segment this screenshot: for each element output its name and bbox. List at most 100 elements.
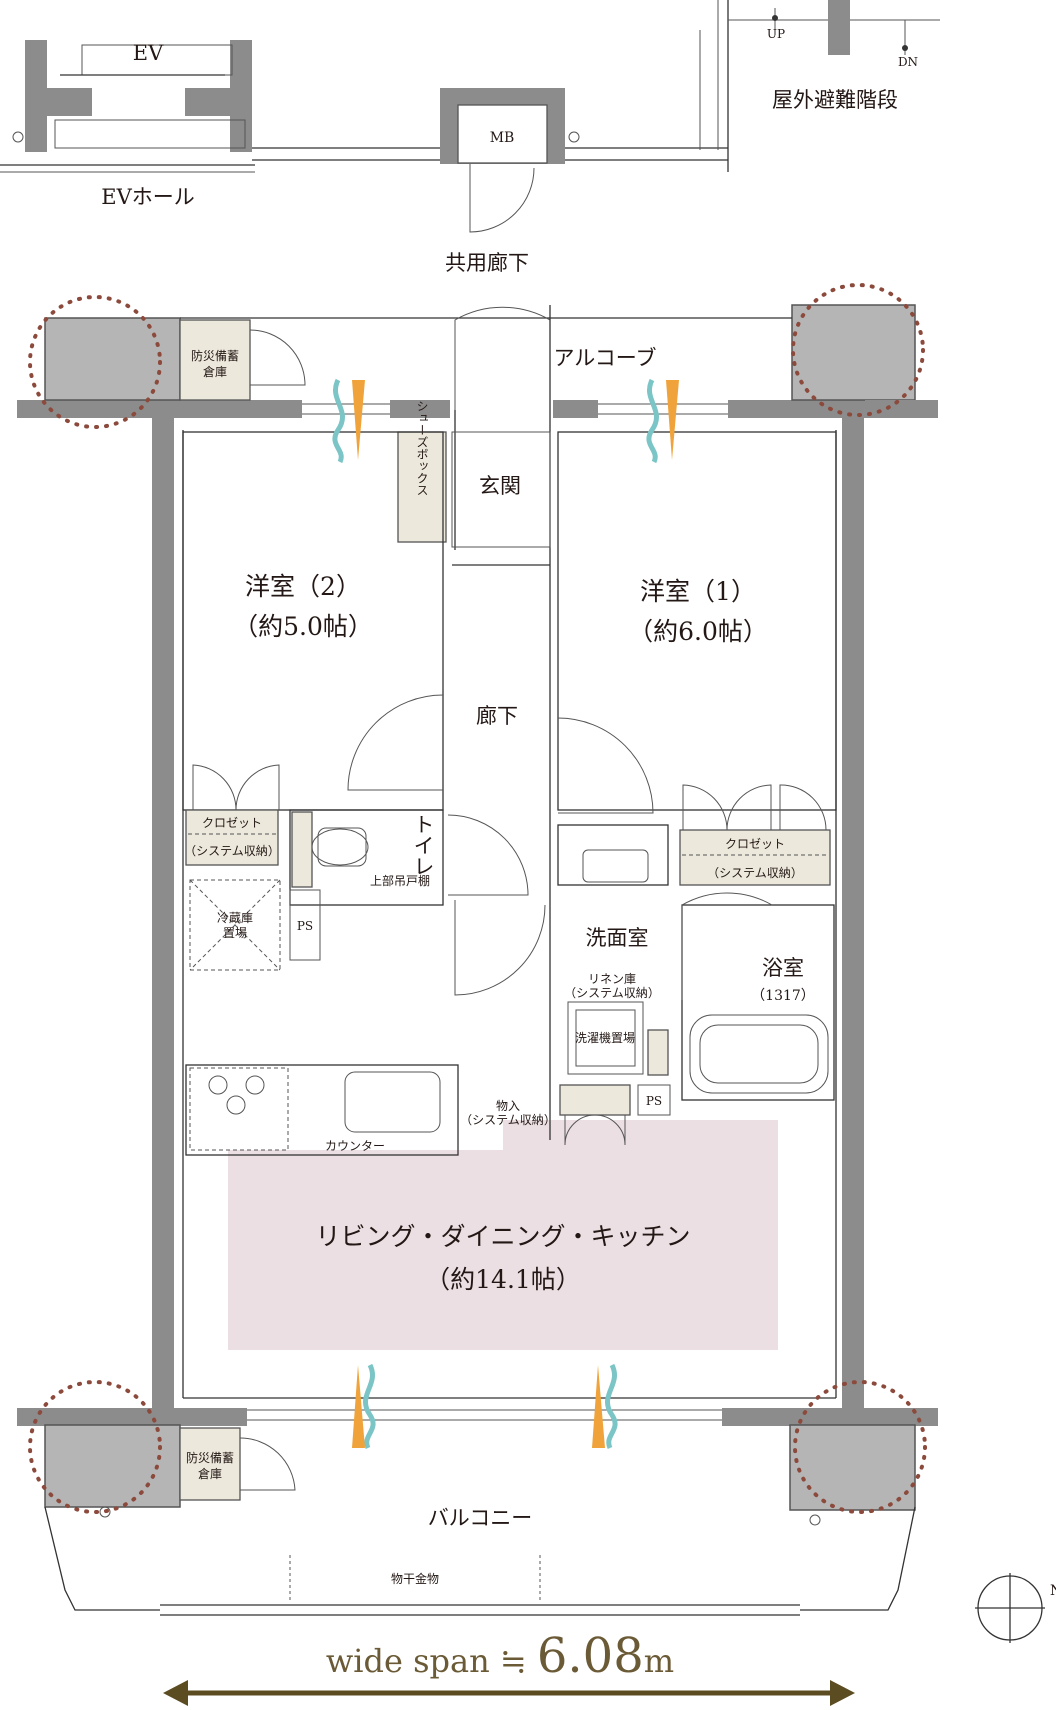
burner-2	[245, 1075, 265, 1095]
mb-hydrant	[568, 131, 580, 143]
balcony-drain-right	[809, 1514, 821, 1526]
kitchen-counter	[185, 1064, 459, 1156]
alcove-label: アルコーブ	[553, 346, 656, 370]
ventilation-airflow-icon	[592, 1363, 618, 1450]
burner-3	[226, 1095, 246, 1115]
shoebox	[397, 431, 447, 543]
bath-room	[681, 904, 835, 1101]
corner-dot-top-left	[28, 295, 162, 429]
wall-top-mid2	[553, 400, 598, 418]
bathtub-inner	[699, 1024, 819, 1084]
storage-balcony-label-1: 防災備蓄	[186, 1450, 234, 1465]
balcony-drain-left	[99, 1506, 111, 1518]
span-arrow-right	[830, 1680, 855, 1706]
ventilation-airflow-icon	[352, 1363, 376, 1450]
unit: アルコーブ 防災備蓄 倉庫 シューズボックス 玄関 洋室（2） （約5.0帖） …	[17, 283, 938, 1616]
ev-hall-label: EVホール	[101, 185, 195, 209]
ev-wall-left-return	[47, 88, 92, 116]
span-value: 6.08	[537, 1628, 644, 1684]
ventilation-airflow-icon	[332, 378, 365, 464]
room2-name: 洋室（2）	[245, 572, 361, 601]
closet1-door-2	[726, 784, 772, 831]
vanity	[557, 824, 669, 886]
fridge-x2	[189, 879, 281, 971]
pillar-top-left	[44, 317, 181, 401]
closet1-label: クロゼット	[725, 837, 785, 851]
linen-label-1: リネン庫	[588, 972, 636, 986]
hall-door	[454, 900, 546, 996]
stove-area	[189, 1067, 289, 1151]
storage-mono	[559, 1084, 631, 1116]
room2-size: （約5.0帖）	[233, 612, 373, 641]
fridge-label-1: 冷蔵庫	[217, 911, 253, 925]
upper-shelf-label: 上部吊戸棚	[370, 873, 430, 888]
corner-dot-top-right	[791, 283, 925, 417]
room1-door-swing	[557, 717, 654, 814]
storage-balcony-door	[239, 1437, 296, 1491]
bath-size: （1317）	[751, 988, 815, 1004]
corner-dot-bottom-left	[28, 1380, 162, 1514]
span-prefix: wide span ≒	[326, 1642, 537, 1680]
storage-balcony-label-2: 倉庫	[198, 1466, 222, 1481]
pillar-top-right	[791, 304, 916, 401]
ps-right	[637, 1084, 671, 1116]
compass-n: N	[1050, 1583, 1056, 1599]
linen-label-2: （システム収納）	[564, 986, 660, 1000]
toilet-room	[289, 809, 444, 906]
ev-hall-counter	[54, 119, 246, 149]
stair-wall-block	[828, 0, 850, 55]
mb-door-swing	[469, 164, 535, 233]
closet1-door-3	[779, 784, 827, 831]
fridge-label-2: 置場	[223, 926, 247, 940]
vanity-basin	[582, 849, 649, 883]
genkan-label: 玄関	[479, 474, 521, 498]
burner-1	[208, 1075, 228, 1095]
wall-top-left	[17, 400, 302, 418]
wall-right	[842, 400, 864, 1408]
closet1-door-1	[682, 784, 728, 831]
ev-label: EV	[133, 41, 164, 65]
washer-label: 洗濯機置場	[575, 1030, 635, 1045]
span-arrow-left	[163, 1680, 188, 1706]
span-unit: m	[644, 1642, 674, 1680]
storage-top-label-2: 倉庫	[203, 364, 227, 379]
storage-door-l	[564, 1114, 596, 1146]
shoebox-label-1: シューズボックス	[415, 400, 429, 496]
wall-left-gap	[174, 420, 180, 1400]
dn-dot	[902, 45, 908, 51]
common-corridor-label: 共用廊下	[445, 251, 529, 275]
washer-inner	[575, 1009, 636, 1067]
balcony-right-edge	[800, 1506, 916, 1611]
upper-shelf	[291, 811, 313, 888]
washer-space	[567, 1001, 644, 1075]
closet2-door-r	[235, 764, 280, 811]
storage-label-2: （システム収納）	[460, 1113, 556, 1127]
closet1	[679, 829, 831, 886]
room1-size: （約6.0帖）	[628, 617, 768, 646]
mb-label: MB	[490, 130, 515, 146]
toilet-tank	[317, 827, 367, 867]
ps-right-label: PS	[646, 1094, 662, 1108]
linen-storage	[647, 1029, 669, 1076]
pillar-bottom-right	[789, 1424, 916, 1511]
bathtub	[689, 1014, 829, 1094]
mb-box	[457, 104, 548, 164]
toilet-label: トイレ	[411, 814, 435, 877]
drying-label: 物干金物	[391, 1571, 439, 1586]
closet2-door-l	[192, 764, 237, 811]
closet2-sub: （システム収納）	[184, 844, 280, 858]
washroom-label: 洗面室	[586, 926, 649, 950]
corner-dot-bottom-right	[793, 1380, 927, 1514]
outdoor-stairs-label: 屋外避難階段	[772, 88, 898, 112]
fridge-space	[189, 879, 281, 971]
ev-wall-right	[230, 40, 252, 152]
svg-text:wide span ≒ 6.08m: wide span ≒ 6.08m	[326, 1628, 674, 1684]
closet1-sub: （システム収納）	[707, 866, 803, 880]
ev-wall-left	[25, 40, 47, 152]
ldk-name: リビング・ダイニング・キッチン	[315, 1222, 690, 1251]
balcony-label: バルコニー	[428, 1506, 533, 1530]
storage-balcony	[179, 1427, 241, 1501]
entrance-door-swing	[454, 306, 551, 410]
storage-top-label-1: 防災備蓄	[191, 348, 239, 363]
